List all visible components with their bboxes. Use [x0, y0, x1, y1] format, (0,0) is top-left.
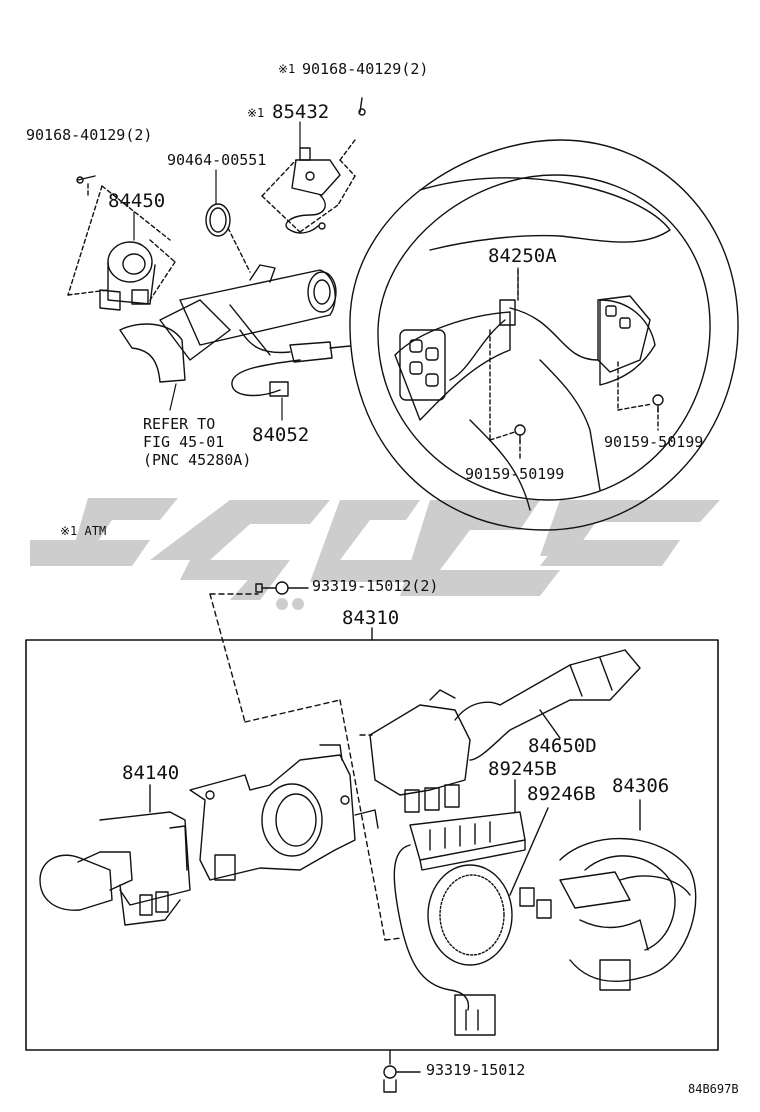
shift-lock-switch-85432	[285, 147, 341, 234]
clamp-leader	[227, 227, 251, 273]
part-89246B-label: 89246B	[527, 783, 596, 805]
refer-note: REFER TO FIG 45-01 (PNC 45280A)	[143, 415, 251, 469]
part-90159-right-label: 90159-50199	[604, 433, 704, 451]
steering-sensor-89245B	[409, 779, 526, 871]
ignition-leaders	[67, 183, 176, 301]
switch-85432-leaders	[261, 139, 356, 233]
screw-93319-bottom-icon	[383, 1049, 421, 1093]
part-84250A-label: 84250A	[488, 245, 557, 267]
refer-line-2: FIG 45-01	[143, 433, 225, 451]
screw-90168-top-icon	[358, 97, 366, 116]
switch-bracket	[189, 744, 379, 881]
label-leaders	[133, 121, 519, 421]
ignition-switch-84450	[99, 241, 156, 311]
note-atm: ※1 ATM	[60, 524, 107, 538]
note-mark-85432: ※1	[247, 106, 265, 120]
part-84052-label: 84052	[252, 424, 310, 446]
part-84450-label: 84450	[108, 190, 166, 212]
screw-90168-left-icon	[76, 175, 96, 184]
sensor-ring-89246B	[393, 807, 549, 1036]
part-93319-label: 93319-15012	[426, 1061, 526, 1079]
spiral-cable-84306	[519, 799, 697, 991]
steering-wheel	[349, 139, 739, 531]
part-90159-bottom-label: 90159-50199	[465, 465, 565, 483]
part-90168-left-label: 90168-40129(2)	[26, 126, 153, 144]
assembly-84310-frame	[25, 639, 719, 1051]
clamp-90464-icon	[205, 203, 231, 237]
part-84310-label: 84310	[342, 607, 400, 629]
wiper-switch-84650D	[369, 649, 641, 813]
part-90464-label: 90464-00551	[167, 151, 267, 169]
frame-leaders	[209, 593, 403, 941]
part-89245B-label: 89245B	[488, 758, 557, 780]
refer-line-3: (PNC 45280A)	[143, 451, 252, 469]
steering-column-upper	[119, 264, 351, 397]
part-84650D-label: 84650D	[528, 735, 597, 757]
refer-line-1: REFER TO	[143, 415, 216, 433]
part-85432-label: 85432	[272, 101, 330, 123]
note-mark-top: ※1	[278, 62, 296, 76]
part-84140-label: 84140	[122, 762, 180, 784]
screw-93319-top-icon	[255, 581, 309, 595]
figure-code: 84B697B	[688, 1082, 739, 1096]
part-84306-label: 84306	[612, 775, 670, 797]
screw-90159-bottom-icon	[514, 424, 526, 443]
headlight-switch-84140	[39, 784, 191, 926]
screw-90159-right-icon	[652, 394, 664, 413]
part-93319-2-label: 93319-15012(2)	[312, 577, 439, 595]
part-90168-top-label: 90168-40129(2)	[302, 60, 429, 78]
